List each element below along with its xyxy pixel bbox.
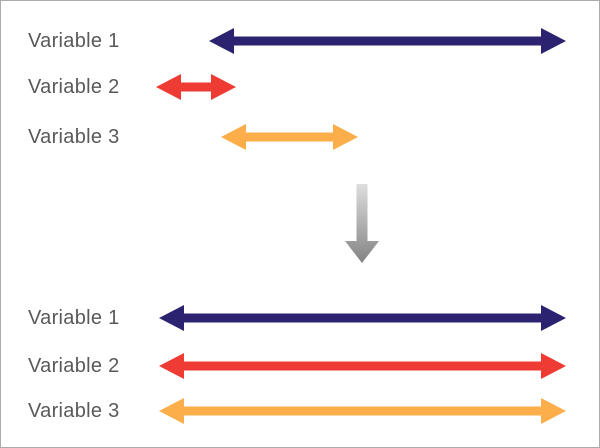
- original-ranges-double-arrow-3: [221, 124, 358, 150]
- original-ranges-double-arrow-1: [209, 28, 566, 54]
- rescaled-ranges-double-arrow-1: [159, 305, 566, 331]
- rescaled-ranges-double-arrow-2: [159, 353, 566, 379]
- transform-down-arrow-icon: [345, 184, 379, 263]
- rescaled-ranges-double-arrow-3: [159, 398, 566, 424]
- original-ranges-double-arrow-2: [156, 74, 236, 100]
